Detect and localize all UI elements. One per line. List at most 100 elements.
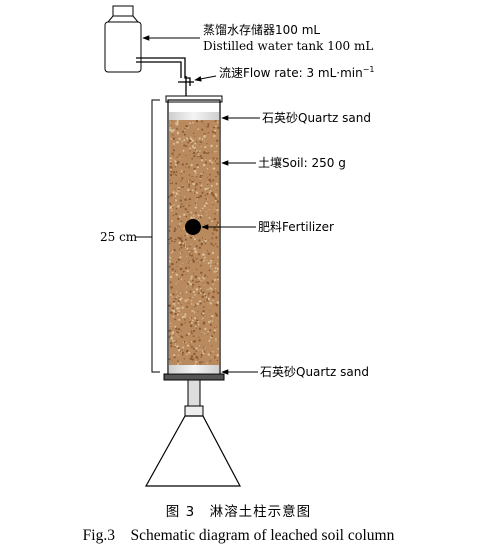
soil-grain: [179, 256, 182, 259]
soil-grain: [179, 199, 182, 202]
soil-grain: [203, 123, 205, 125]
soil-grain: [183, 227, 185, 230]
soil-grain: [188, 197, 192, 201]
soil-grain: [188, 321, 191, 324]
soil-grain: [182, 149, 185, 152]
soil-grain: [201, 349, 203, 352]
soil-grain: [208, 188, 211, 191]
soil-grain: [196, 153, 198, 155]
soil-grain: [171, 130, 174, 133]
soil-grain: [214, 357, 216, 359]
soil-grain: [172, 307, 175, 310]
soil-grain: [182, 270, 185, 273]
soil-grain: [171, 309, 174, 312]
soil-grain: [190, 324, 193, 328]
soil-grain: [181, 349, 183, 351]
soil-grain: [170, 193, 174, 197]
flow-arrow: [194, 75, 217, 82]
soil-grain: [189, 122, 191, 125]
soil-grain: [179, 292, 181, 295]
soil-grain: [198, 300, 202, 303]
soil-grain: [180, 239, 183, 242]
soil-grain: [196, 302, 199, 306]
soil-grain: [178, 296, 181, 299]
soil-grain: [212, 157, 215, 160]
soil-grain: [199, 140, 201, 143]
soil-grain: [202, 212, 204, 214]
soil-grain: [206, 259, 208, 261]
soil-grain: [169, 312, 171, 314]
soil-grain: [191, 176, 193, 178]
soil-grain: [198, 336, 200, 338]
soil-grain: [203, 204, 206, 208]
soil-grain: [215, 314, 219, 317]
soil-grain: [189, 147, 191, 150]
soil-grain: [200, 287, 202, 290]
soil-grain: [184, 241, 186, 243]
soil-grain: [199, 186, 202, 189]
soil-grain: [189, 140, 192, 143]
soil-grain: [186, 247, 189, 250]
soil-grain: [211, 295, 215, 299]
soil-grain: [187, 281, 191, 284]
soil-grain: [209, 163, 211, 165]
soil-grain: [215, 303, 219, 307]
soil-grain: [196, 166, 199, 169]
soil-grain: [199, 154, 201, 156]
soil-grain: [212, 179, 215, 182]
flow-label: 流速Flow rate: 3 mL·min−1: [219, 65, 375, 80]
soil-grain: [193, 311, 195, 313]
soil-grain: [214, 160, 217, 162]
soil-grain: [215, 182, 218, 186]
soil-grain: [207, 289, 209, 291]
soil-grain: [191, 358, 195, 361]
soil-grain: [189, 357, 193, 360]
soil-grain: [199, 181, 201, 184]
soil-grain: [193, 132, 195, 134]
soil-grain: [168, 304, 172, 307]
soil-grain: [175, 327, 178, 330]
soil-grain: [204, 327, 207, 331]
soil-grain: [195, 281, 197, 283]
soil-grain: [192, 347, 195, 350]
soil-grain: [212, 258, 214, 260]
soil-grain: [201, 361, 204, 363]
soil-grain: [170, 263, 174, 266]
soil-grain: [170, 252, 172, 254]
soil-grain: [194, 363, 197, 366]
soil-grain: [200, 184, 203, 187]
soil-grain: [184, 266, 188, 270]
soil-grain: [214, 120, 217, 122]
soil-grain: [197, 242, 199, 244]
soil-grain: [188, 266, 190, 269]
soil-grain: [190, 355, 194, 358]
soil-grain: [188, 262, 190, 264]
soil-grain: [176, 334, 178, 336]
soil-grain: [209, 360, 211, 362]
soil-grain: [191, 319, 194, 322]
soil-grain: [173, 302, 176, 305]
soil-grain: [189, 214, 191, 216]
soil-grain: [213, 270, 216, 273]
quartz-top-label: 石英砂Quartz sand: [262, 111, 371, 125]
soil-grain: [194, 350, 196, 352]
soil-grain: [186, 344, 190, 347]
soil-grain: [170, 299, 172, 301]
soil-grain: [212, 203, 214, 206]
delivery-tube: [136, 57, 191, 86]
soil-grain: [212, 167, 216, 170]
soil-grain: [212, 151, 214, 153]
soil-grain: [180, 265, 182, 267]
soil-grain: [178, 241, 181, 245]
soil-grain: [212, 290, 215, 293]
soil-grain: [194, 250, 198, 253]
soil-grain: [216, 209, 219, 212]
soil-grain: [202, 276, 204, 279]
soil-grain: [195, 191, 199, 194]
soil-grain: [179, 267, 183, 271]
soil-grain: [175, 171, 178, 173]
caption-chinese: 图 3 淋溶土柱示意图: [165, 504, 312, 520]
soil-grain: [181, 306, 184, 309]
soil-grain: [190, 330, 193, 333]
soil-grain: [185, 291, 188, 294]
